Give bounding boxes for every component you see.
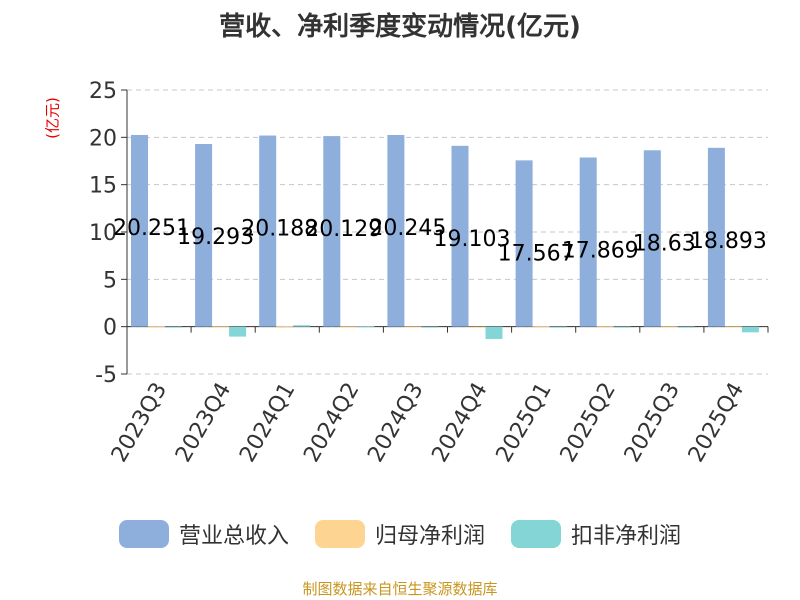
bar-chart: 2520151050-52023Q32023Q42024Q12024Q22024… bbox=[89, 79, 769, 467]
bar-revenue bbox=[579, 157, 597, 327]
bar-revenue bbox=[643, 150, 661, 327]
bar-net-profit bbox=[148, 326, 165, 328]
data-label: 19.103 bbox=[434, 227, 511, 252]
data-label: 20.251 bbox=[113, 216, 190, 241]
x-tick-label: 2023Q4 bbox=[171, 379, 236, 467]
data-source-note: 制图数据来自恒生聚源数据库 bbox=[302, 580, 498, 598]
bar-net-profit bbox=[532, 326, 550, 328]
x-tick-label: 2024Q1 bbox=[235, 379, 300, 467]
bar-net-profit bbox=[212, 326, 230, 328]
bar-deducted-profit bbox=[485, 326, 503, 339]
y-tick-label: 5 bbox=[103, 268, 117, 293]
bar-net-profit bbox=[468, 326, 486, 328]
bar-net-profit bbox=[404, 326, 422, 328]
bar-deducted-profit bbox=[293, 325, 311, 327]
bar-revenue bbox=[323, 136, 341, 327]
bar-revenue bbox=[515, 160, 533, 327]
legend-item-revenue[interactable]: 营业总收入 bbox=[118, 518, 289, 550]
bar-deducted-profit bbox=[229, 326, 247, 337]
bar-deducted-profit bbox=[613, 326, 631, 328]
y-tick-label: 0 bbox=[103, 316, 117, 341]
bar-revenue bbox=[131, 134, 148, 327]
bar-net-profit bbox=[340, 326, 358, 328]
bar-revenue bbox=[707, 147, 725, 327]
bar-net-profit bbox=[660, 326, 678, 328]
y-tick-label: 15 bbox=[89, 174, 117, 199]
data-label: 20.245 bbox=[369, 216, 446, 241]
bar-deducted-profit bbox=[677, 326, 695, 328]
bar-revenue bbox=[195, 144, 213, 327]
bar-net-profit bbox=[596, 326, 614, 328]
legend-swatch-deducted-profit bbox=[511, 520, 561, 548]
bar-deducted-profit bbox=[165, 326, 182, 328]
bar-revenue bbox=[259, 135, 277, 327]
bar-deducted-profit bbox=[421, 326, 439, 328]
bar-revenue bbox=[451, 145, 469, 327]
x-tick-label: 2025Q4 bbox=[684, 379, 749, 467]
legend-swatch-revenue bbox=[118, 520, 169, 548]
bar-revenue bbox=[387, 135, 405, 327]
y-tick-label: 10 bbox=[89, 221, 117, 246]
x-tick-label: 2025Q1 bbox=[492, 379, 557, 467]
x-tick-label: 2025Q2 bbox=[556, 379, 621, 467]
data-label: 19.293 bbox=[177, 225, 254, 250]
legend-label-revenue: 营业总收入 bbox=[178, 524, 289, 549]
data-label: 18.893 bbox=[690, 229, 767, 254]
chart-title: 营收、净利季度变动情况(亿元) bbox=[219, 12, 581, 42]
legend-label-deducted-profit: 扣非净利润 bbox=[571, 524, 682, 549]
x-tick-label: 2024Q4 bbox=[427, 379, 492, 467]
y-tick-label: 25 bbox=[89, 79, 117, 104]
bar-net-profit bbox=[276, 325, 294, 327]
data-label: 20.129 bbox=[305, 217, 382, 242]
y-tick-label: -5 bbox=[95, 363, 117, 388]
data-label: 17.869 bbox=[562, 239, 639, 264]
data-label: 18.63 bbox=[633, 231, 696, 256]
legend-item-net-profit[interactable]: 归母净利润 bbox=[314, 518, 485, 550]
data-label: 17.567 bbox=[498, 241, 575, 266]
bar-deducted-profit bbox=[357, 326, 375, 328]
x-tick-label: 2025Q3 bbox=[620, 379, 685, 467]
bar-deducted-profit bbox=[549, 326, 567, 328]
x-tick-label: 2024Q3 bbox=[363, 379, 428, 467]
legend-swatch-net-profit bbox=[314, 520, 365, 548]
legend-item-deducted-profit[interactable]: 扣非净利润 bbox=[511, 518, 681, 550]
bar-net-profit bbox=[724, 326, 742, 328]
x-tick-label: 2023Q3 bbox=[107, 379, 172, 467]
legend-label-net-profit: 归母净利润 bbox=[374, 524, 485, 549]
x-tick-label: 2024Q2 bbox=[299, 379, 364, 467]
legend: 营业总收入 归母净利润 扣非净利润 bbox=[0, 518, 800, 550]
bar-deducted-profit bbox=[741, 326, 759, 333]
y-tick-label: 20 bbox=[89, 126, 117, 151]
data-label: 20.188 bbox=[241, 217, 318, 242]
